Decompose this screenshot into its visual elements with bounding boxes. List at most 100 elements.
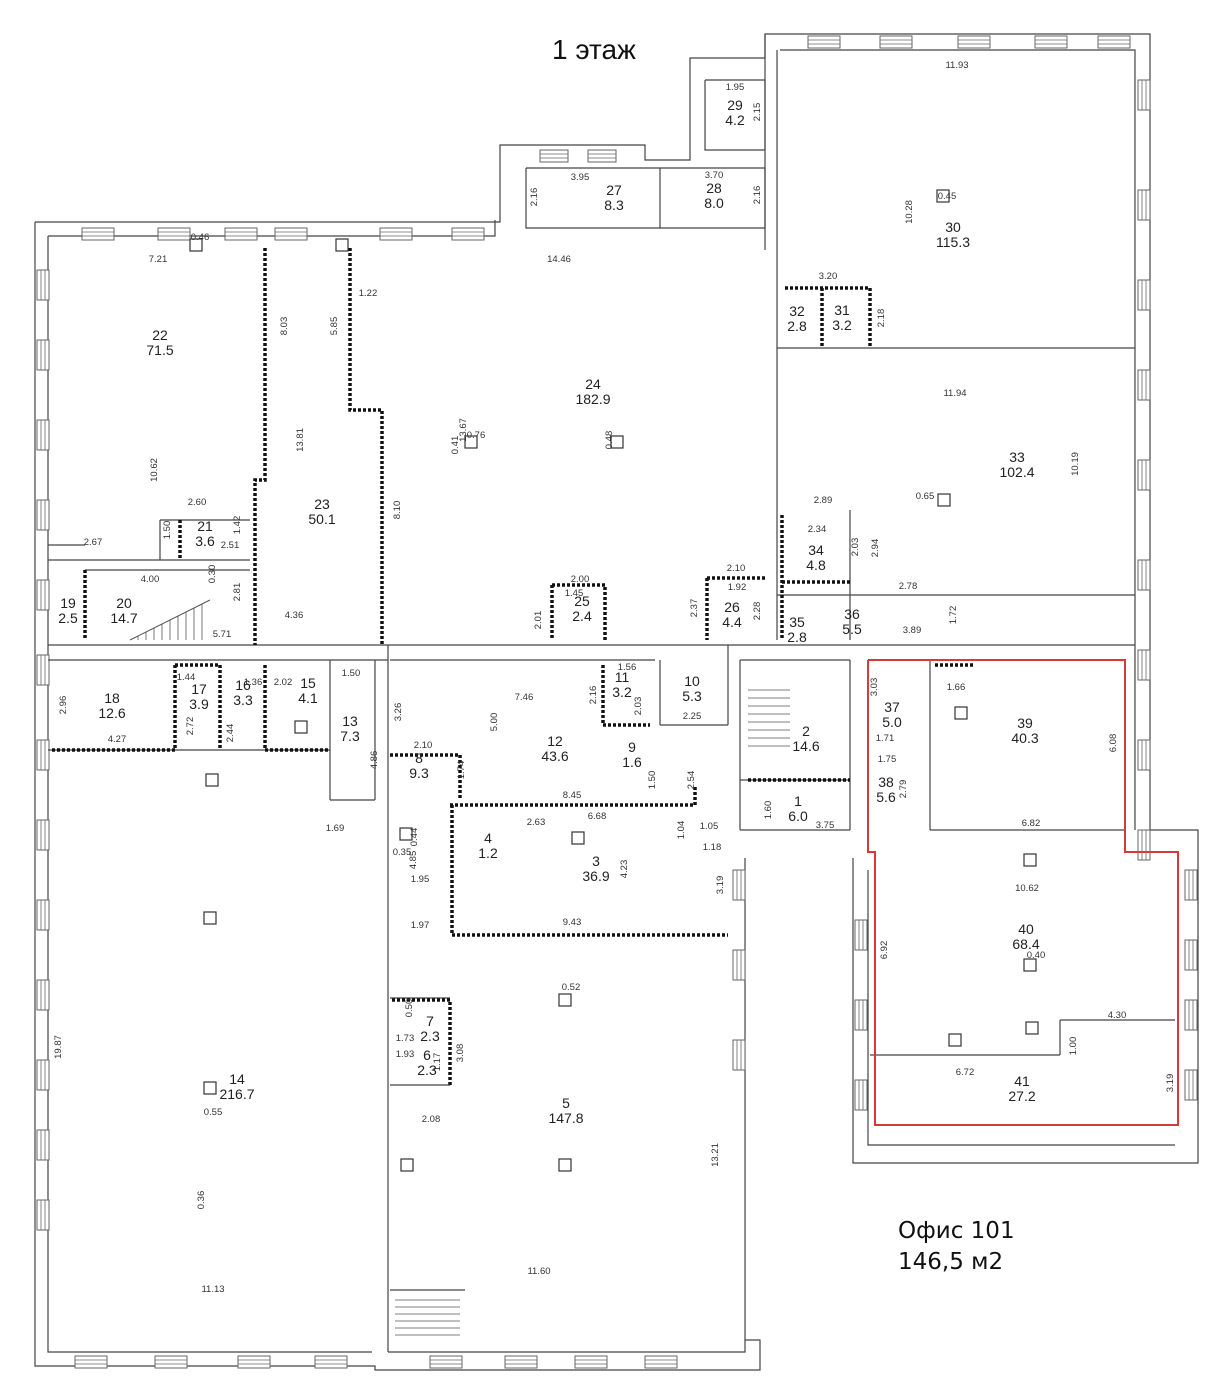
dimension-label: 2.15 [752,103,763,122]
dimension-label: 2.60 [188,497,207,508]
window-mark [451,227,485,241]
window-mark [74,1355,108,1369]
column-marker [400,1158,414,1172]
room-number: 4 [484,830,492,846]
room-area: 36.9 [582,868,609,884]
dimension-label: 1.45 [565,588,584,599]
dimension-label: 0.46 [191,232,210,243]
room-number: 33 [1009,449,1025,465]
dimension-label: 2.67 [84,537,103,548]
window-mark [379,227,413,241]
dimension-label: 0.76 [467,430,486,441]
dimension-label: 4.85 [408,851,419,870]
dimension-label: 4.00 [141,574,160,585]
room-number: 40 [1018,921,1034,937]
room-number: 13 [342,713,358,729]
column-marker [205,773,219,787]
window-mark [36,579,50,611]
columns [189,189,1039,1172]
room-area: 8.3 [604,197,624,213]
dimension-label: 0.30 [207,565,218,584]
dimension-label: 2.51 [221,540,240,551]
dimension-label: 3.26 [393,703,404,722]
dimension-label: 2.28 [752,602,763,621]
window-mark [1137,369,1151,401]
window-mark [36,339,50,371]
dimension-label: 2.18 [876,309,887,328]
dimension-label: 2.03 [850,538,861,557]
dimension-label: 0.55 [204,1107,223,1118]
dimension-label: 2.08 [422,1114,441,1125]
window-mark [36,499,50,531]
dimension-label: 2.10 [727,563,746,574]
dimension-label: 0.40 [1027,950,1046,961]
window-mark [1137,559,1151,591]
room-number: 41 [1014,1073,1030,1089]
dimension-label: 1.44 [177,672,196,683]
room-area: 1.6 [622,754,642,770]
dimension-label: 6.68 [588,811,607,822]
room-area: 3.6 [195,533,215,549]
column-marker [954,706,968,720]
room-area: 147.8 [548,1110,583,1126]
column-marker [399,827,413,841]
dimension-label: 4.27 [108,734,127,745]
room-number: 14 [229,1071,245,1087]
room-area: 2.5 [58,610,78,626]
room-area: 50.1 [308,511,335,527]
floor-title: 1 этаж [552,34,636,65]
dimension-label: 0.35 [393,847,412,858]
room-area: 4.8 [806,557,826,573]
window-mark [154,1355,188,1369]
column-marker [203,1081,217,1095]
room-number: 15 [300,675,316,691]
dimension-label: 2.02 [274,677,293,688]
room-number: 11 [615,669,630,685]
dimension-label: 0.36 [196,1191,207,1210]
room-number: 9 [628,739,636,755]
office-area: 146,5 м2 [898,1249,1004,1275]
heavy-partitions [52,248,975,1085]
dimension-label: 1.42 [232,516,243,535]
dimension-label: 13.67 [458,418,469,442]
room-labels: 214.616.0336.941.25147.862.372.389.391.6… [58,97,1040,1126]
room-number: 36 [844,606,860,622]
dimension-label: 1.75 [878,754,897,765]
dimension-label: 0.65 [916,491,935,502]
dimension-label: 1.92 [728,582,747,593]
dimension-label: 7.46 [515,692,534,703]
dimension-label: 0.41 [450,436,461,455]
dimension-label: 1.97 [411,920,430,931]
column-marker [610,435,624,449]
room-area: 2.4 [572,608,592,624]
dimension-label: 1.18 [703,842,722,853]
room-number: 17 [191,681,207,697]
dimension-label: 0.44 [409,828,420,847]
dimension-label: 1.50 [162,521,173,540]
dimension-label: 2.16 [752,186,763,205]
window-mark [574,1355,608,1369]
room-area: 43.6 [541,748,568,764]
column-marker [1025,1021,1039,1035]
room-area: 40.3 [1011,730,1038,746]
room-area: 3.9 [189,696,209,712]
dimension-label: 0.50 [404,999,415,1018]
dimension-label: 1.36 [244,677,263,688]
dimension-label: 1.74 [456,761,467,780]
dimension-label: 2.37 [689,599,700,618]
window-mark [587,149,617,163]
dimension-label: 2.94 [870,539,881,558]
dimension-label: 1.17 [432,1053,443,1072]
dimension-label: 4.30 [1108,1010,1127,1021]
room-area: 102.4 [999,464,1034,480]
stairs [129,599,790,1336]
window-mark [36,1059,50,1091]
dimension-label: 6.08 [1108,734,1119,753]
room-area: 9.3 [409,765,429,781]
room-number: 6 [423,1047,431,1063]
dimension-label: 3.89 [903,625,922,636]
dimension-label: 13.21 [710,1143,721,1167]
dimension-label: 3.95 [571,172,590,183]
